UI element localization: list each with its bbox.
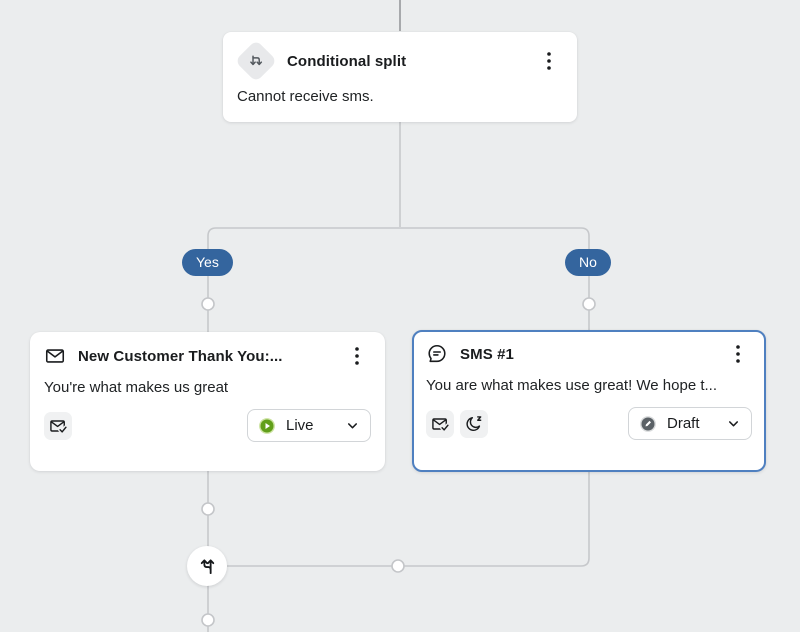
sms-preview-text: You are what makes use great! We hope t.…: [426, 377, 718, 394]
connector-dot: [201, 297, 215, 311]
split-card-header: Conditional split: [234, 39, 563, 83]
email-preview-text: You're what makes us great: [44, 379, 229, 396]
kebab-menu-icon[interactable]: [345, 343, 369, 369]
email-status-label: Live: [286, 417, 314, 434]
chevron-down-icon: [345, 418, 360, 433]
sms-card-header: SMS #1: [426, 341, 752, 367]
sms-node[interactable]: SMS #1 You are what makes use great! We …: [412, 330, 766, 472]
email-status-dropdown[interactable]: Live: [247, 409, 371, 442]
email-card-footer: Live: [44, 409, 371, 442]
sms-card-footer: Draft: [426, 407, 752, 440]
sms-footer-icons: [426, 409, 488, 438]
connector-dot: [582, 297, 596, 311]
email-sent-check-icon: [426, 409, 454, 438]
merge-paths-icon: [197, 556, 218, 577]
sms-bubble-icon: [426, 343, 448, 365]
email-node[interactable]: New Customer Thank You:... You're what m…: [30, 332, 385, 471]
email-icon: [44, 345, 66, 367]
no-branch-merge-wire: [227, 472, 590, 567]
connector-dot: [391, 559, 405, 573]
split-condition-text: Cannot receive sms.: [237, 88, 374, 105]
draft-pencil-icon: [638, 414, 658, 434]
live-play-icon: [257, 416, 277, 436]
email-footer-icons: [44, 411, 72, 440]
sms-status-label: Draft: [667, 415, 700, 432]
yes-branch-badge: Yes: [182, 249, 233, 276]
email-sent-check-icon: [44, 411, 72, 440]
chevron-down-icon: [726, 416, 741, 431]
sms-node-title: SMS #1: [460, 345, 514, 363]
sms-status-dropdown[interactable]: Draft: [628, 407, 752, 440]
kebab-menu-icon[interactable]: [537, 48, 561, 74]
no-branch-badge: No: [565, 249, 611, 276]
kebab-menu-icon[interactable]: [726, 341, 750, 367]
merge-paths-node[interactable]: [187, 546, 227, 586]
connector-dot: [201, 502, 215, 516]
email-node-title: New Customer Thank You:...: [78, 347, 283, 365]
conditional-split-icon: [234, 39, 278, 83]
quiet-hours-moon-icon: [460, 409, 488, 438]
split-node-title: Conditional split: [287, 52, 407, 70]
branch-wires: [207, 227, 590, 333]
connector-dot: [201, 613, 215, 627]
email-card-header: New Customer Thank You:...: [44, 343, 371, 369]
conditional-split-node[interactable]: Conditional split Cannot receive sms.: [223, 32, 577, 122]
